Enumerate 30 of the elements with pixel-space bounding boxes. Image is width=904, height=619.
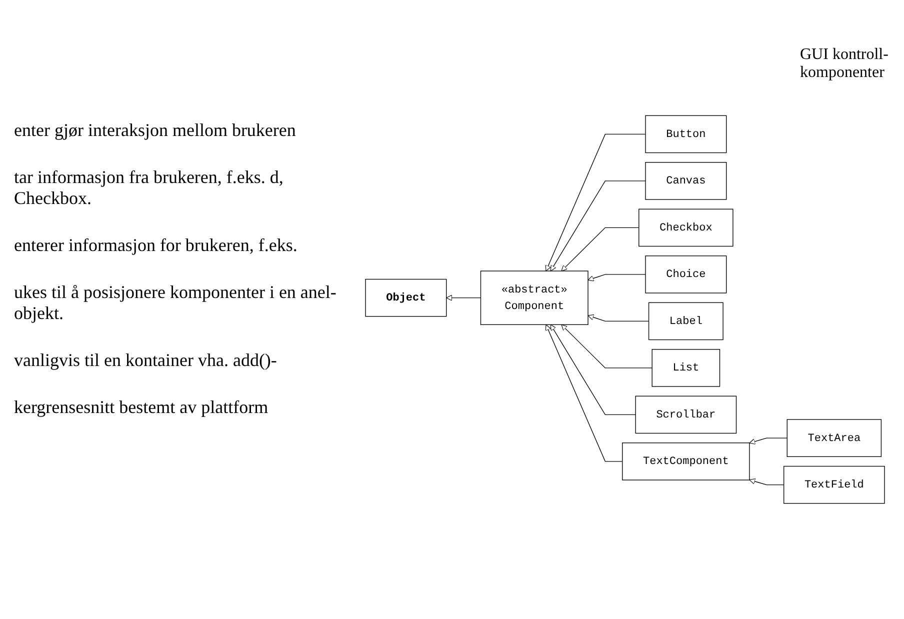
node-box: TextArea <box>786 419 882 457</box>
node-box: TextField <box>783 466 885 504</box>
node-box: «abstract» Component <box>480 270 588 325</box>
node-box: Checkbox <box>638 208 734 247</box>
arrow <box>561 324 652 368</box>
node-box: Button <box>645 115 727 154</box>
node-box: Object <box>365 278 447 317</box>
arrow <box>588 314 650 322</box>
description-text: enterer informasjon for brukeren, f.eks. <box>14 235 298 256</box>
node-box: Label <box>648 302 724 340</box>
node-box: List <box>652 349 720 387</box>
description-text: tar informasjon fra brukeren, f.eks. d, Checkbox. <box>14 167 284 209</box>
arrow <box>561 227 640 272</box>
node-box: Choice <box>645 256 727 294</box>
arrow <box>588 274 646 282</box>
arrow <box>446 294 482 301</box>
arrow <box>550 180 646 272</box>
arrow <box>550 324 636 416</box>
arrow <box>749 478 784 486</box>
description-text: vanligvis til en kontainer vha. add()- <box>14 350 278 371</box>
description-text: ukes til å posisjonere komponenter i en anel-objekt. <box>14 282 338 324</box>
description-text: enter gjør interaksjon mellom brukeren <box>14 120 297 141</box>
node-box: TextComponent <box>622 442 750 480</box>
arrow <box>545 134 646 272</box>
arrow <box>749 438 788 444</box>
group-note: GUI kontroll- komponenter <box>800 46 890 82</box>
arrow <box>545 324 623 462</box>
node-box: Scrollbar <box>635 396 737 434</box>
node-box: Canvas <box>645 162 727 200</box>
description-text: kergrensesnitt bestemt av plattform <box>14 397 270 418</box>
